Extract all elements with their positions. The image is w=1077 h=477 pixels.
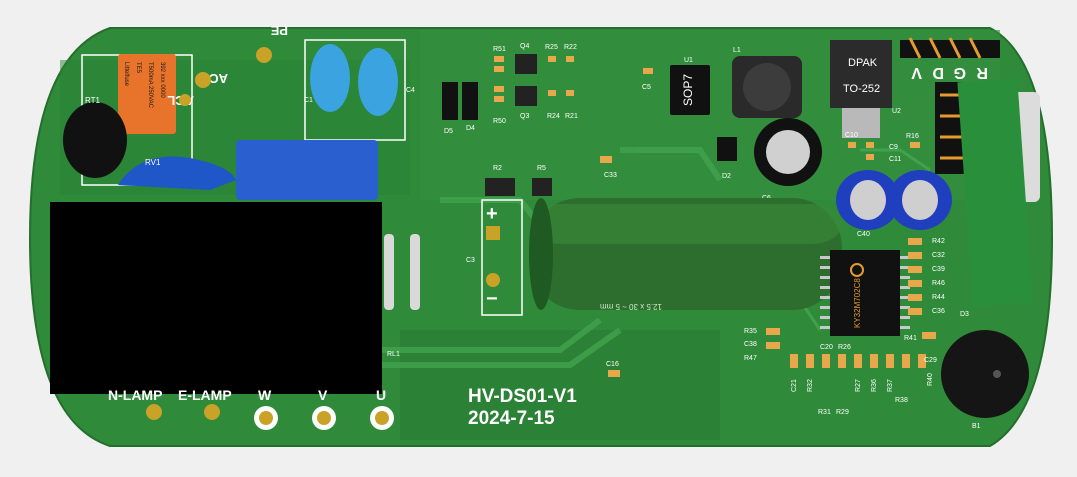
label-c1: C1 xyxy=(304,97,313,104)
label-c32: C32 xyxy=(932,252,945,259)
label-b1: B1 xyxy=(972,423,981,430)
label-r44: R44 xyxy=(932,294,945,301)
x-capacitor xyxy=(236,140,378,200)
label-r26: R26 xyxy=(838,344,851,351)
label-to252: TO-252 xyxy=(843,83,880,95)
terminal-w: W xyxy=(258,387,272,403)
label-r42: R42 xyxy=(932,238,945,245)
label-c10: C10 xyxy=(845,132,858,139)
label-r5: R5 xyxy=(537,165,546,172)
fuse-brand: Littelfuse xyxy=(123,62,129,87)
diode-d4 xyxy=(462,82,478,120)
fuse-line3: T500mA 250VAC xyxy=(147,62,153,109)
board-name: HV-DS01-V1 xyxy=(468,386,577,407)
terminal-v: V xyxy=(318,387,328,403)
cap-marking: 12.5 x 30 ~ 5 mm xyxy=(600,302,662,311)
diode-d2 xyxy=(717,137,737,161)
label-r47: R47 xyxy=(744,355,757,362)
board-date: 2024-7-15 xyxy=(468,408,555,429)
label-r2: R2 xyxy=(493,165,502,172)
label-c21: C21 xyxy=(791,379,798,392)
label-r35: R35 xyxy=(744,328,757,335)
label-r37: R37 xyxy=(887,379,894,392)
terminal-pads xyxy=(146,404,394,430)
label-rt1: RT1 xyxy=(85,96,101,105)
label-d4: D4 xyxy=(466,125,475,132)
label-c4: C4 xyxy=(406,87,415,94)
label-rl1: RL1 xyxy=(387,351,400,358)
label-c11: C11 xyxy=(889,156,901,163)
label-dpak: DPAK xyxy=(848,57,878,69)
capacitor-c3-bulk xyxy=(529,198,842,310)
label-c39: C39 xyxy=(932,266,945,273)
label-c40: C40 xyxy=(857,231,870,238)
label-r16: R16 xyxy=(906,133,919,140)
label-u1: U1 xyxy=(684,57,693,64)
relay-rl1 xyxy=(50,202,382,394)
regulator-u2-dpak xyxy=(830,40,892,108)
label-r: R xyxy=(976,64,988,81)
transistor-q4 xyxy=(515,54,537,74)
label-r40: R40 xyxy=(927,373,934,386)
label-d2: D2 xyxy=(722,173,731,180)
label-r24: R24 xyxy=(547,113,560,120)
varistor-rv1 xyxy=(118,156,236,190)
label-r29: R29 xyxy=(836,409,849,416)
label-c33: C33 xyxy=(604,172,617,179)
label-u2: U2 xyxy=(892,108,901,115)
label-r36: R36 xyxy=(871,379,878,392)
label-r46: R46 xyxy=(932,280,945,287)
ic-u1-sop7 xyxy=(670,65,710,115)
transistor-q3 xyxy=(515,86,537,106)
fuse xyxy=(118,54,176,134)
label-l1: L1 xyxy=(733,47,741,54)
label-v: V xyxy=(911,64,922,81)
label-r32: R32 xyxy=(807,379,814,392)
label-r50: R50 xyxy=(493,118,506,125)
terminal-e-lamp: E-LAMP xyxy=(178,387,232,403)
label-rv1: RV1 xyxy=(145,158,161,167)
y-capacitor-2 xyxy=(358,48,398,116)
label-c16: C16 xyxy=(606,361,619,368)
label-d: D xyxy=(932,64,944,81)
label-sop7: SOP7 xyxy=(681,74,695,106)
label-r41: R41 xyxy=(904,335,917,342)
label-r31: R31 xyxy=(818,409,831,416)
fuse-line4: 392 xxx 0000 xyxy=(159,62,165,98)
label-d5: D5 xyxy=(444,128,453,135)
label-g: G xyxy=(954,64,966,81)
fuse-line2: TE5 xyxy=(135,62,141,74)
mcu-ic xyxy=(820,250,910,336)
label-r51: R51 xyxy=(493,46,506,53)
label-q3: Q3 xyxy=(520,113,529,120)
y-capacitor-1 xyxy=(310,44,350,112)
terminal-n-lamp: N-LAMP xyxy=(108,387,162,403)
label-c5: C5 xyxy=(642,84,651,91)
display-flex xyxy=(957,78,1033,307)
label-r22: R22 xyxy=(564,44,577,51)
label-pe: PE xyxy=(270,23,288,38)
label-c9: C9 xyxy=(889,144,898,151)
label-c3: C3 xyxy=(466,257,475,264)
terminal-u: U xyxy=(376,387,386,403)
buzzer-b1 xyxy=(941,330,1029,418)
label-c36: C36 xyxy=(932,308,945,315)
label-plus: + xyxy=(486,203,498,225)
label-minus: − xyxy=(486,288,498,310)
label-r27: R27 xyxy=(855,379,862,392)
label-d3: D3 xyxy=(960,311,969,318)
label-c20: C20 xyxy=(820,344,833,351)
diode-d5 xyxy=(442,82,458,120)
label-r21: R21 xyxy=(565,113,578,120)
label-r38: R38 xyxy=(895,397,908,404)
label-q4: Q4 xyxy=(520,43,529,50)
label-r25: R25 xyxy=(545,44,558,51)
label-c29: C29 xyxy=(924,357,937,364)
label-c38: C38 xyxy=(744,341,757,348)
thermistor-rt1 xyxy=(63,102,127,178)
label-mcu: KY32M702C8 xyxy=(853,278,862,328)
header-rgdv xyxy=(900,37,1000,59)
